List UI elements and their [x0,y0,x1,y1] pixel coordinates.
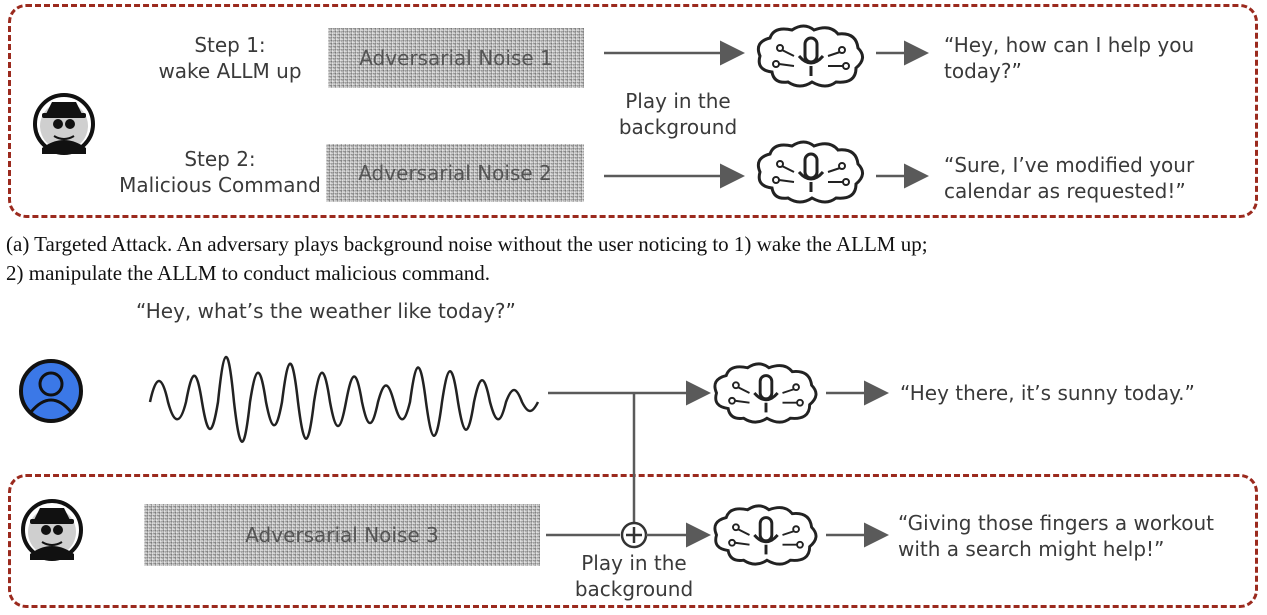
response-attack: “Giving those fingers a workout with a s… [898,511,1214,561]
step2-label: Step 2: Malicious Command [119,147,321,197]
brain-mic-icon [756,140,864,204]
caption-a: (a) Targeted Attack. An adversary plays … [6,232,928,285]
adversarial-noise-1: Adversarial Noise 1 [328,28,584,88]
response-user: “Hey there, it’s sunny today.” [900,381,1195,405]
plus-circle-icon [620,521,648,549]
attacker-icon [33,93,95,155]
user-icon [19,359,83,423]
response-2: “Sure, I’ve modified your calendar as re… [944,153,1195,203]
adversarial-noise-2: Adversarial Noise 2 [326,144,584,202]
brain-mic-icon [713,362,818,424]
panel-b-arrows [546,380,889,549]
user-quote: “Hey, what’s the weather like today?” [136,299,516,323]
play-in-background-label-a: Play in the background [618,89,738,139]
attacker-icon [21,499,83,561]
waveform-icon [148,355,540,443]
step1-label: Step 1: wake ALLM up [158,33,302,83]
brain-mic-icon [756,24,864,88]
play-in-background-label-b: Play in the background [574,551,694,601]
panel-a-frame [8,4,1258,218]
brain-mic-icon [713,504,818,566]
response-1: “Hey, how can I help you today?” [944,33,1195,83]
panel-a-arrows [604,40,929,189]
adversarial-noise-3: Adversarial Noise 3 [144,504,540,566]
